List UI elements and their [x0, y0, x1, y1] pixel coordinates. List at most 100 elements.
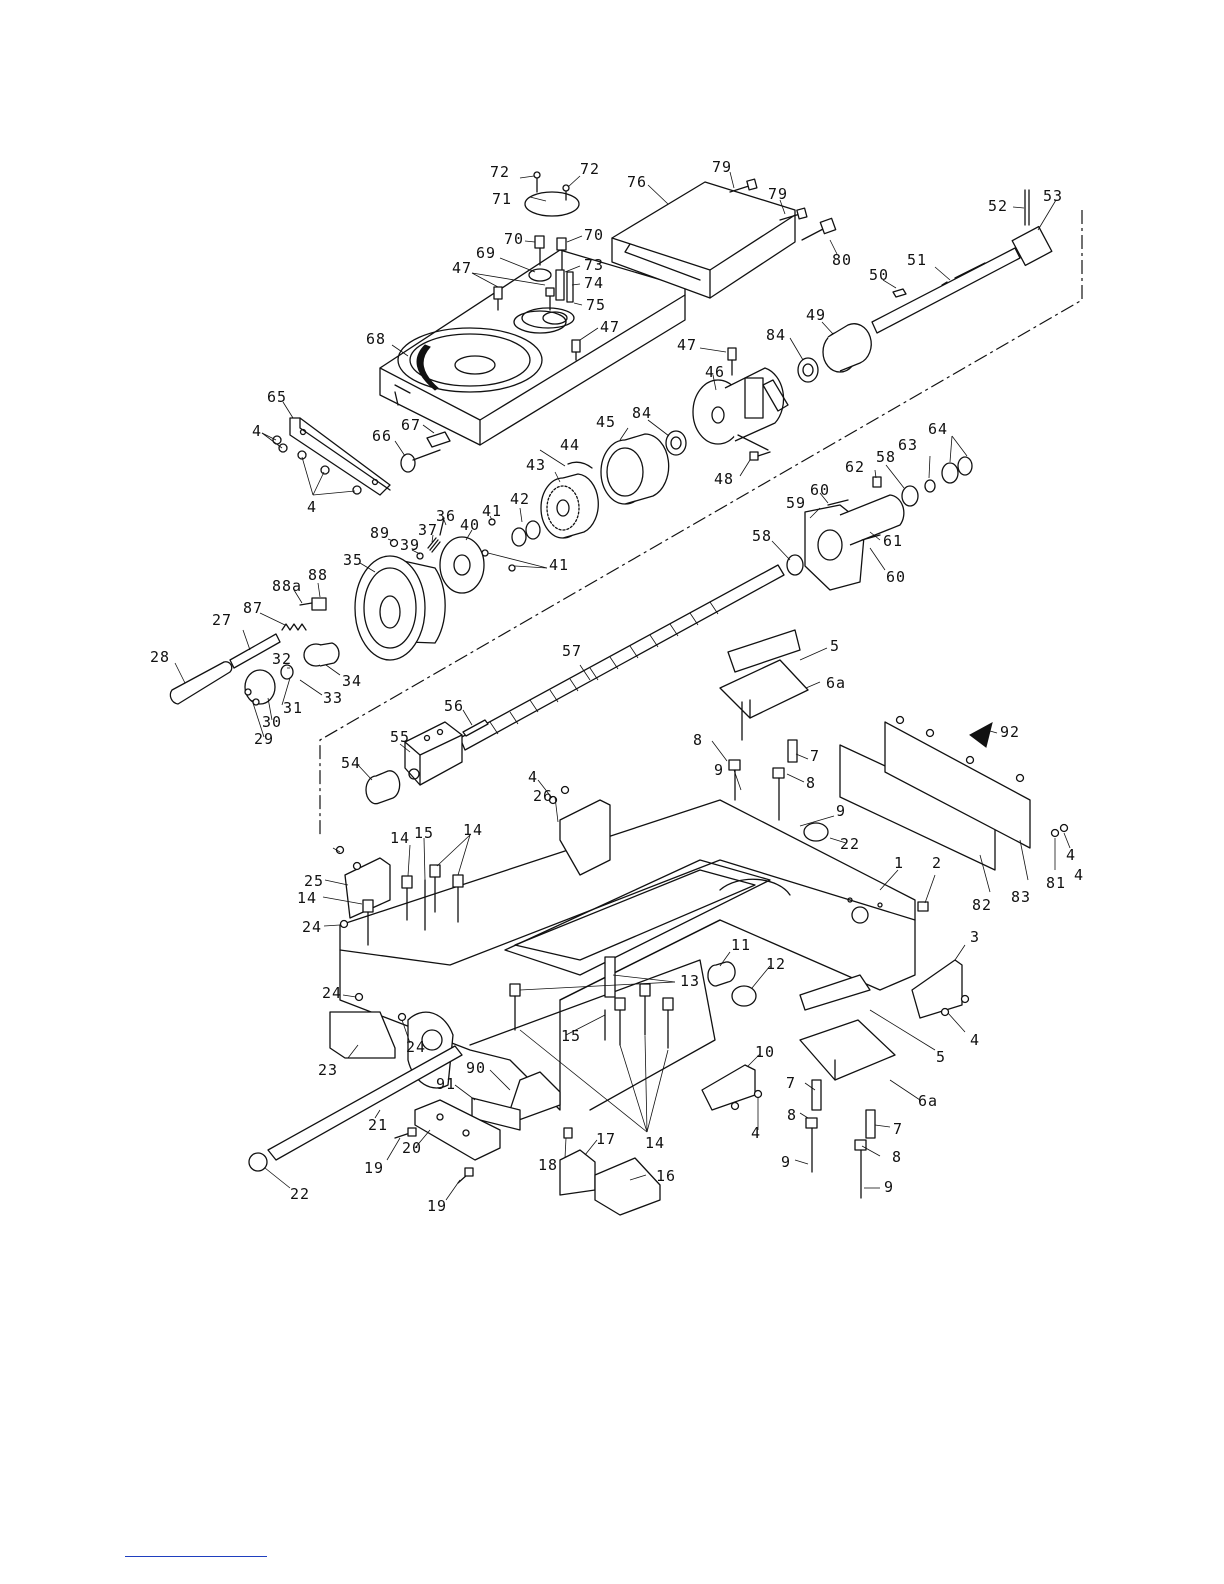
label-60: 60	[886, 568, 906, 586]
part-72-screws	[533, 171, 570, 201]
label-13: 13	[680, 972, 700, 990]
part-6a-gib-bottom	[799, 974, 896, 1081]
part-28-handle	[169, 661, 233, 705]
label-6a: 6a	[826, 674, 846, 692]
part-48-screw	[749, 451, 771, 461]
part-2-dowel	[917, 901, 929, 912]
part-56-key	[462, 719, 489, 737]
label-31: 31	[283, 699, 303, 717]
label-66: 66	[372, 427, 392, 445]
label-39: 39	[400, 536, 420, 554]
part-11-12-plugs	[707, 961, 757, 1007]
label-30: 30	[262, 713, 282, 731]
label-15: 15	[561, 1027, 581, 1045]
part-16-17-18	[559, 1127, 661, 1216]
label-43: 43	[526, 456, 546, 474]
part-14-15-bolts-left	[339, 864, 464, 946]
part-35-handwheel	[354, 555, 446, 661]
label-35: 35	[343, 551, 363, 569]
label-73: 73	[584, 256, 604, 274]
label-25: 25	[304, 872, 324, 890]
label-55: 55	[390, 728, 410, 746]
leader-lines	[174, 171, 1071, 1201]
label-33: 33	[323, 689, 343, 707]
label-11: 11	[731, 936, 751, 954]
label-65: 65	[267, 388, 287, 406]
label-60: 60	[810, 481, 830, 499]
label-72: 72	[580, 160, 600, 178]
label-69: 69	[476, 244, 496, 262]
part-22-cap-top	[803, 822, 829, 842]
label-50: 50	[869, 266, 889, 284]
label-19: 19	[427, 1197, 447, 1215]
part-51-shaft	[871, 189, 1053, 334]
part-23-gib	[329, 1011, 396, 1059]
label-52: 52	[988, 197, 1008, 215]
label-79: 79	[768, 185, 788, 203]
label-68: 68	[366, 330, 386, 348]
label-70: 70	[504, 230, 524, 248]
part-3-plate	[911, 959, 970, 1019]
part-10-plate	[701, 1064, 763, 1111]
part-87-spring	[281, 623, 307, 631]
part-29-33-plate	[244, 664, 294, 706]
part-54-bushing	[365, 770, 401, 805]
label-58: 58	[752, 527, 772, 545]
part-70-screws	[534, 235, 567, 271]
label-88: 88	[308, 566, 328, 584]
part-59-bracket	[804, 494, 905, 591]
label-27: 27	[212, 611, 232, 629]
label-24: 24	[302, 918, 322, 936]
part-13-14-15-bolts-right	[509, 956, 674, 1049]
part-60-62-pins	[827, 476, 882, 541]
label-75: 75	[586, 296, 606, 314]
label-15: 15	[414, 824, 434, 842]
label-46: 46	[705, 363, 725, 381]
part-71-disc	[524, 191, 580, 217]
label-63: 63	[898, 436, 918, 454]
label-40: 40	[460, 516, 480, 534]
label-24: 24	[406, 1038, 426, 1056]
label-14: 14	[297, 889, 317, 907]
part-79-80-screws	[729, 178, 837, 241]
part-49-bushing	[822, 323, 872, 373]
part-42-washers	[511, 520, 541, 547]
label-7: 7	[810, 747, 820, 765]
part-65-plate	[272, 417, 391, 496]
axis-line	[319, 210, 1083, 835]
label-70: 70	[584, 226, 604, 244]
label-48: 48	[714, 470, 734, 488]
part-41-screws	[481, 518, 516, 572]
label-90: 90	[466, 1059, 486, 1077]
part-47-dowels	[493, 286, 737, 376]
part-84-bearings	[665, 357, 819, 456]
label-9: 9	[884, 1178, 894, 1196]
label-2: 2	[932, 854, 942, 872]
label-26: 26	[533, 787, 553, 805]
part-66-67-adjuster	[400, 431, 451, 473]
part-40-flange	[439, 536, 485, 594]
label-7: 7	[893, 1120, 903, 1138]
label-3: 3	[970, 928, 980, 946]
label-17: 17	[596, 1130, 616, 1148]
label-14: 14	[390, 829, 410, 847]
label-23: 23	[318, 1061, 338, 1079]
cross-slide-group	[272, 171, 837, 496]
label-8: 8	[787, 1106, 797, 1124]
part-88-88a	[299, 597, 327, 611]
label-74: 74	[584, 274, 604, 292]
label-14: 14	[645, 1134, 665, 1152]
label-8: 8	[693, 731, 703, 749]
label-9: 9	[714, 761, 724, 779]
label-36: 36	[436, 507, 456, 525]
label-79: 79	[712, 158, 732, 176]
part-57-leadscrew	[459, 564, 785, 751]
part-26-plate	[548, 785, 611, 876]
label-24: 24	[322, 984, 342, 1002]
part-43-dial	[540, 473, 599, 539]
label-10: 10	[755, 1043, 775, 1061]
label-4: 4	[970, 1031, 980, 1049]
label-21: 21	[368, 1116, 388, 1134]
part-34-collar	[303, 642, 340, 667]
label-47: 47	[452, 259, 472, 277]
